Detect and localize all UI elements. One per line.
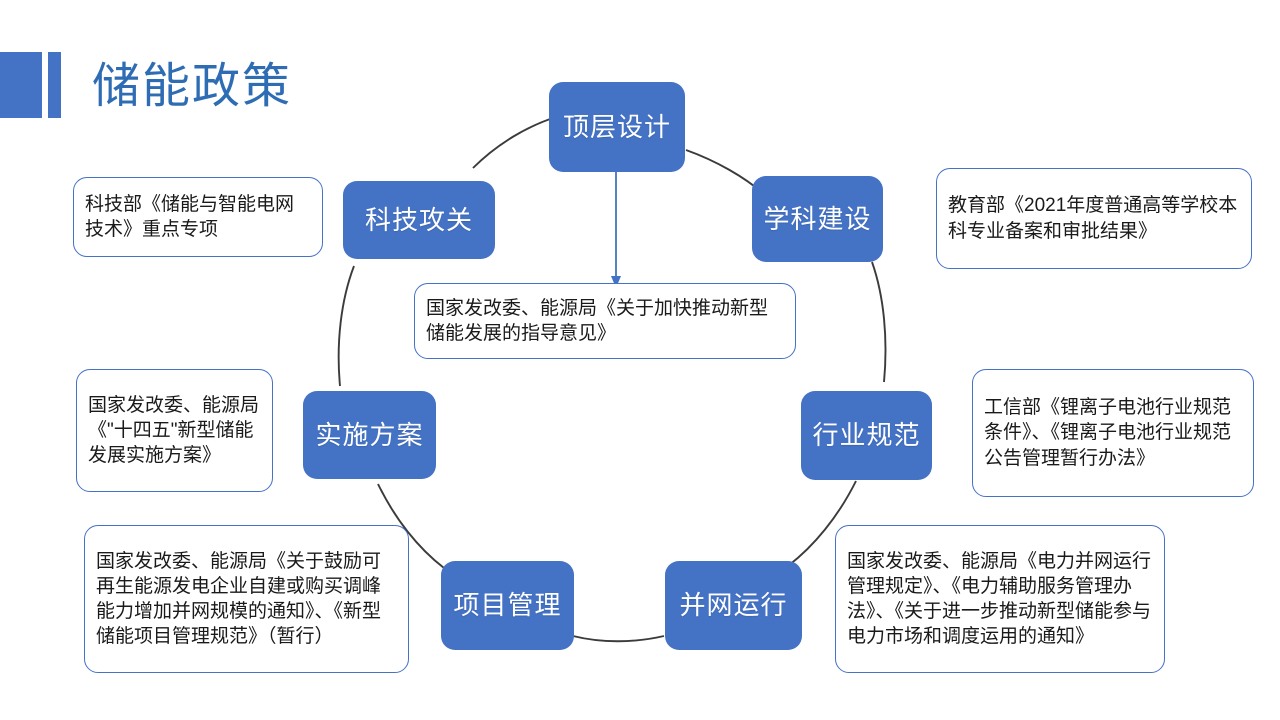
arc-technology-to-topdesign xyxy=(472,116,557,169)
node-top-level-design[interactable]: 顶层设计 xyxy=(549,82,685,172)
page-title: 储能政策 xyxy=(92,60,293,113)
node-label: 并网运行 xyxy=(679,590,788,621)
node-grid-connection-operation[interactable]: 并网运行 xyxy=(665,561,802,650)
node-discipline-construction[interactable]: 学科建设 xyxy=(752,176,883,262)
center-note-box[interactable]: 国家发改委、能源局《关于加快推动新型储能发展的指导意见》 xyxy=(414,283,796,359)
node-label: 行业规范 xyxy=(812,420,921,451)
arc-impl-to-technology xyxy=(337,265,355,387)
node-label: 科技攻关 xyxy=(364,204,473,235)
node-implementation-plan[interactable]: 实施方案 xyxy=(303,391,436,479)
callout-technology-research[interactable]: 科技部《储能与智能电网技术》重点专项 xyxy=(73,177,323,257)
arrow-topdesign-to-center xyxy=(611,172,621,288)
node-technology-research[interactable]: 科技攻关 xyxy=(343,181,495,259)
arc-discipline-to-industry xyxy=(871,261,887,383)
node-industry-standards[interactable]: 行业规范 xyxy=(801,391,932,480)
callout-text: 国家发改委、能源局《"十四五"新型储能发展实施方案》 xyxy=(88,394,260,467)
callout-text: 国家发改委、能源局《关于鼓励可再生能源发电企业自建或购买调峰能力增加并网规模的通… xyxy=(96,550,382,648)
node-label: 实施方案 xyxy=(315,419,424,450)
callout-text: 科技部《储能与智能电网技术》重点专项 xyxy=(85,193,295,240)
node-label: 顶层设计 xyxy=(562,111,671,142)
callout-text: 工信部《锂离子电池行业规范条件》、《锂离子电池行业规范公告管理暂行办法》 xyxy=(984,397,1232,469)
center-note-text: 国家发改委、能源局《关于加快推动新型储能发展的指导意见》 xyxy=(426,297,769,344)
node-label: 项目管理 xyxy=(453,590,562,621)
title-accent-bar-thin xyxy=(48,52,61,118)
node-project-management[interactable]: 项目管理 xyxy=(441,561,574,650)
callout-project-management[interactable]: 国家发改委、能源局《关于鼓励可再生能源发电企业自建或购买调峰能力增加并网规模的通… xyxy=(84,525,409,673)
callout-discipline-construction[interactable]: 教育部《2021年度普通高等学校本科专业备案和审批结果》 xyxy=(936,168,1252,269)
callout-grid-connection-operation[interactable]: 国家发改委、能源局《电力并网运行管理规定》、《电力辅助服务管理办法》、《关于进一… xyxy=(835,525,1165,673)
callout-industry-standards[interactable]: 工信部《锂离子电池行业规范条件》、《锂离子电池行业规范公告管理暂行办法》 xyxy=(972,369,1254,497)
title-accent-bar-wide xyxy=(0,52,42,118)
node-label: 学科建设 xyxy=(763,203,872,234)
callout-implementation-plan[interactable]: 国家发改委、能源局《"十四五"新型储能发展实施方案》 xyxy=(76,369,273,492)
callout-text: 教育部《2021年度普通高等学校本科专业备案和审批结果》 xyxy=(948,195,1238,242)
arc-gridop-to-project xyxy=(572,635,665,643)
callout-text: 国家发改委、能源局《电力并网运行管理规定》、《电力辅助服务管理办法》、《关于进一… xyxy=(847,550,1152,648)
